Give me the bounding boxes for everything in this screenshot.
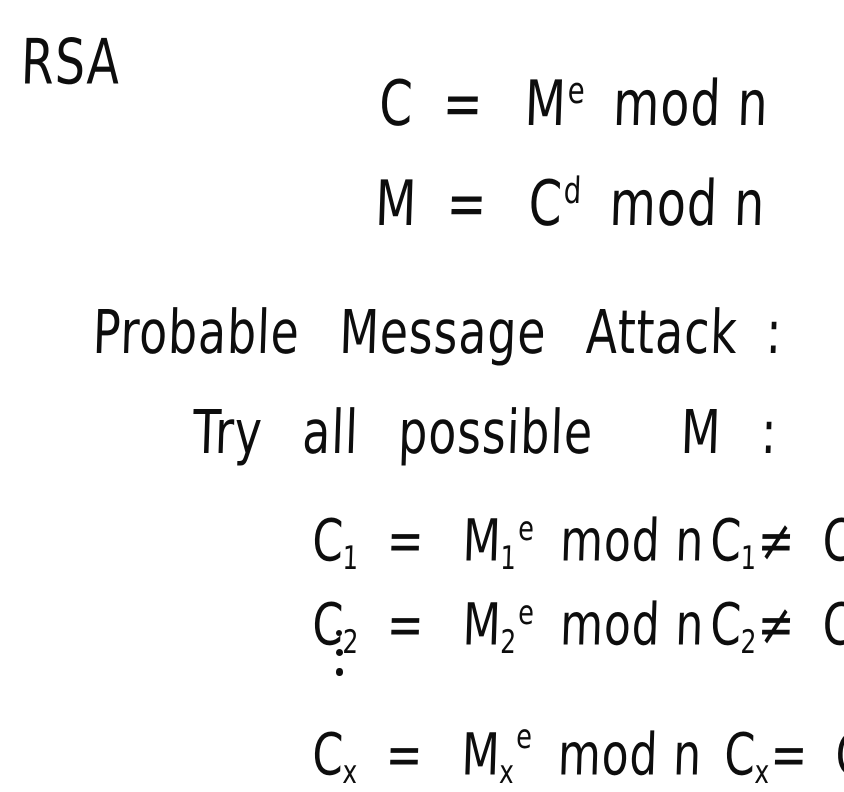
- equation-encrypt-exponent: e: [567, 69, 586, 112]
- trial-2-relation: =: [385, 591, 426, 659]
- trial-2-compare-relation: ≠: [756, 591, 797, 659]
- trial-x-compare-rhs: C: [834, 721, 844, 789]
- ellipsis-dot: [335, 648, 343, 656]
- spacer: [423, 591, 463, 658]
- trial-equation-x: Cx = Mxe mod n: [250, 668, 705, 792]
- trial-2-base-subscript: 2: [499, 622, 517, 662]
- trial-2-exponent: e: [517, 592, 535, 632]
- spacer: [416, 167, 448, 240]
- topic-label: RSA: [19, 25, 122, 99]
- trial-2-compare-lhs: C: [709, 591, 744, 659]
- spacer: [530, 721, 559, 788]
- trial-x-compare-lhs: C: [723, 721, 758, 789]
- trial-x-operator: mod: [556, 721, 660, 789]
- spacer: [422, 721, 462, 788]
- spacer: [486, 167, 530, 240]
- trial-x-base-subscript: x: [498, 752, 515, 792]
- vertical-ellipsis: [334, 630, 344, 676]
- trial-2-lhs-subscript: 2: [342, 622, 359, 662]
- trial-x-compare-lhs-subscript: x: [754, 752, 770, 792]
- equation-decrypt-operator: mod: [608, 166, 720, 240]
- equation-decrypt-lhs: M: [374, 166, 419, 240]
- trial-x-lhs: C: [311, 721, 346, 789]
- trial-2-base: M: [461, 591, 503, 659]
- instruction-word-1: Try: [191, 398, 264, 469]
- trial-x-compare-relation: =: [769, 721, 810, 789]
- ellipsis-dot: [336, 630, 342, 636]
- ellipsis-dot: [335, 668, 343, 676]
- spacer: [357, 721, 386, 788]
- trial-x-exponent: e: [515, 717, 533, 757]
- equation-decrypt-modulus: n: [732, 166, 767, 240]
- trial-comparison-x: Cx= C: [662, 668, 844, 792]
- spacer: [532, 591, 561, 658]
- spacer: [794, 591, 823, 658]
- spacer: [807, 721, 836, 788]
- equation-decrypt-relation: =: [445, 166, 489, 240]
- trial-x-lhs-subscript: x: [342, 752, 358, 792]
- trial-2-operator: mod: [559, 591, 662, 659]
- spacer: [579, 167, 611, 240]
- trial-x-relation: =: [384, 721, 425, 789]
- trial-2-compare-rhs: C: [821, 591, 844, 659]
- equation-decrypt-exponent: d: [563, 169, 583, 212]
- equation-decrypt-base: C: [527, 166, 565, 240]
- trial-2-compare-lhs-subscript: 2: [740, 622, 757, 662]
- spacer: [359, 591, 388, 658]
- trial-x-base: M: [460, 721, 502, 789]
